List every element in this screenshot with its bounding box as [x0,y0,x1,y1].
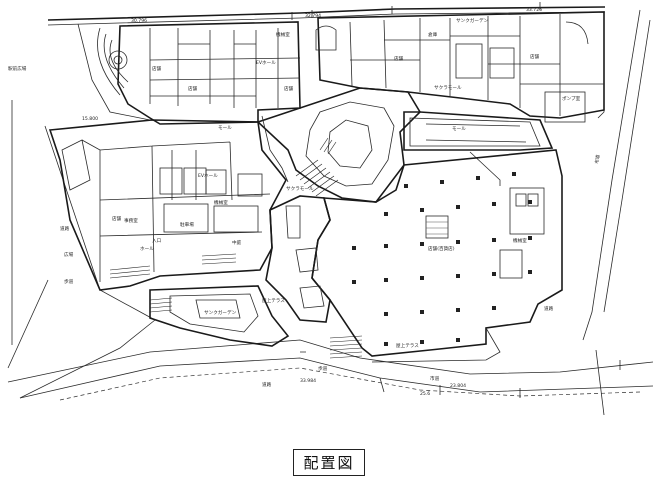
label-shop-4: 店舗 [188,85,198,92]
label-roof-terrace-bottom: 屋上テラス [396,342,419,349]
label-plaza: 広場 [64,251,74,258]
label-plant-room-left: 機械室 [214,199,228,206]
level-bottom-center: 33.984 [300,378,316,384]
mid-terrace [265,195,331,323]
label-parking: 駐車場 [180,221,194,228]
label-sakura-mall: サクラモール [434,85,462,91]
label-shop-3: 店舗 [152,65,162,72]
central-atrium [256,87,422,203]
label-storage-1: 倉庫 [428,31,438,38]
label-shop-1: 店舗 [394,55,404,62]
label-road-bottom: 道路 [262,381,272,388]
label-mall-right: モール [452,126,466,132]
label-hall-left: ホール [140,246,154,252]
structural-columns [352,172,532,346]
label-roof-terrace-mid: 屋上テラス [262,297,285,304]
label-municipal-road: 市道 [593,154,602,165]
label-entrance: 入口 [152,238,162,244]
label-court: 中庭 [232,239,242,246]
label-shop-5: 店舗 [284,85,294,92]
drawing-title-caption: 配置図 [293,449,365,476]
sunken-garden-block [149,285,290,347]
level-top-center: 32.794 [305,13,321,19]
label-ev-hall-left: EVホール [198,173,218,179]
plan-labels: 30.796 32.794 33.726 15.800 23.804 33.98… [8,7,602,397]
label-plant-room-top: 機械室 [276,31,290,38]
label-road-right: 道路 [544,305,554,312]
upper-left-block [97,21,301,125]
label-left-road: 道路 [60,225,70,232]
level-left-mid: 15.800 [82,116,98,122]
label-office: 事務室 [124,217,138,224]
right-mall-band [403,111,554,186]
label-sidewalk: 歩道 [318,365,328,372]
level-top-left: 30.796 [131,18,147,24]
label-station-plaza: 駅前広場 [8,65,27,72]
left-lower-block [48,119,287,291]
survey-markers [291,2,621,398]
level-right-low: 23.804 [450,383,466,389]
label-sakura-mall-2: サクラモール [286,186,314,192]
label-plant-room-right: 機械室 [513,237,527,244]
label-mall-upper: モール [218,125,232,131]
label-ev-hall-top: EVホール [256,60,276,66]
label-bus-road: 市道 [430,375,440,382]
label-shop-2: 店舗 [530,53,540,60]
label-sunken-garden-bottom: サンクガーデン [204,309,237,316]
label-sunken-garden-top: サンクガーデン [456,17,489,24]
label-pump: ポンプ室 [562,95,581,102]
label-main-store: 店舗(百貨店) [428,245,455,252]
label-store-left: 店舗 [112,215,122,222]
label-sidewalk-left: 歩道 [64,278,74,285]
upper-right-block [315,11,605,123]
level-top-right: 33.726 [526,7,542,13]
level-bottom-small: 25.6 [420,391,430,397]
